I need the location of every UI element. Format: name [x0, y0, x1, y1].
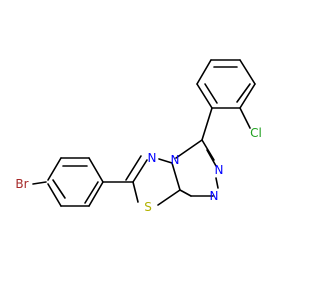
bond	[88, 181, 104, 207]
bond	[239, 59, 256, 85]
bond	[132, 181, 139, 203]
bond-group	[32, 59, 256, 207]
bond	[204, 83, 218, 104]
atom-label-cl: Cl	[250, 126, 262, 140]
bond	[132, 159, 148, 183]
bond	[32, 181, 47, 185]
bond	[125, 155, 142, 181]
bond	[175, 139, 203, 159]
atom-label-n1: N	[148, 151, 157, 165]
bond	[47, 183, 62, 207]
bond	[47, 157, 62, 181]
atom-label-n2: N	[171, 153, 180, 167]
bond	[52, 179, 66, 199]
atom-label-n4: N	[210, 189, 219, 203]
bond	[201, 139, 215, 161]
bond	[196, 59, 212, 85]
bond	[157, 189, 181, 206]
bond	[88, 157, 104, 183]
atom-label-s: S	[144, 200, 152, 214]
bond	[84, 181, 99, 204]
background	[0, 0, 300, 300]
bond	[201, 107, 213, 141]
bond	[158, 158, 173, 164]
bond	[206, 149, 217, 167]
bond	[239, 107, 251, 129]
atom-label-br: Br	[15, 177, 28, 191]
bond	[215, 177, 219, 189]
bond	[179, 189, 192, 197]
bond	[236, 83, 251, 103]
atom-label-n3: N	[215, 163, 224, 177]
bond	[171, 162, 181, 191]
bond	[196, 83, 213, 109]
bond	[239, 83, 256, 109]
